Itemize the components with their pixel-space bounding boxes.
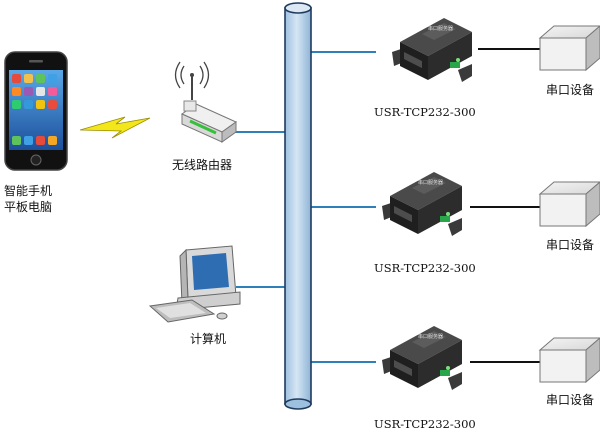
- device-label-2: 串口设备: [546, 238, 595, 252]
- serial-device-icon: [539, 337, 600, 383]
- server-front-label: 串口服务器: [418, 333, 443, 340]
- network-bus: [284, 2, 312, 410]
- smartphone-label-line2: 平板电脑: [4, 200, 53, 214]
- wireless-signal-icon: [79, 116, 151, 139]
- serial-device-icon: [539, 181, 600, 227]
- server-front-label: 串口服务器: [428, 25, 453, 32]
- computer-icon: [148, 245, 241, 323]
- server-label-1: USR-TCP232-300: [374, 105, 476, 119]
- computer-label: 计算机: [190, 332, 227, 346]
- router-icon: [174, 61, 237, 143]
- smartphone-icon: [4, 51, 68, 171]
- server-front-label: 串口服务器: [418, 179, 443, 186]
- server-label-3: USR-TCP232-300: [374, 417, 476, 431]
- device-label-1: 串口设备: [546, 83, 595, 97]
- router-label: 无线路由器: [172, 158, 233, 172]
- device-label-3: 串口设备: [546, 393, 595, 407]
- serial-device-icon: [539, 25, 600, 71]
- server-label-2: USR-TCP232-300: [374, 261, 476, 275]
- smartphone-label-line1: 智能手机: [4, 184, 53, 198]
